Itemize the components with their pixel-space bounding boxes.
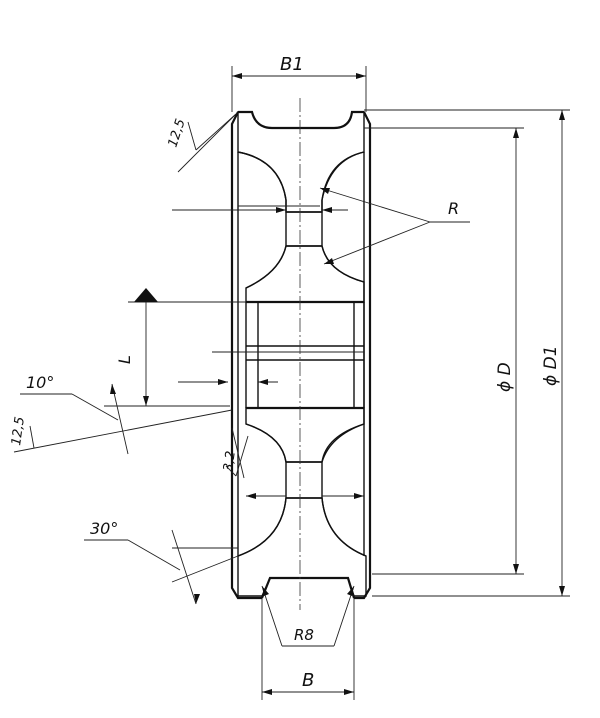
label-l: L <box>115 355 134 364</box>
roughness-symbol-left <box>13 409 233 453</box>
label-roughness-3-2: 3,2 <box>221 450 239 473</box>
label-r: R <box>448 199 459 218</box>
dimension-phi-d1 <box>364 109 570 597</box>
label-phi-d: ϕ D <box>495 362 515 392</box>
label-b: B <box>302 670 314 691</box>
dimension-b <box>261 598 355 700</box>
dimension-l <box>104 288 246 407</box>
label-angle-10: 10° <box>26 373 54 392</box>
hole-dimension-top <box>172 205 348 213</box>
label-phi-d1: ϕ D1 <box>541 345 561 386</box>
label-angle-30: 30° <box>90 519 118 538</box>
roughness-symbol-3-2 <box>225 427 249 479</box>
radius-r-leader <box>319 187 470 265</box>
angle-30-annotation <box>84 529 239 605</box>
dimension-phi-d <box>364 127 524 575</box>
dimension-b1 <box>231 66 367 112</box>
roughness-symbol-top <box>177 113 237 173</box>
bore-dimension <box>178 351 278 385</box>
label-roughness-left: 12,5 <box>9 416 28 447</box>
hatched-top-hub <box>245 245 365 303</box>
wheel-outline <box>230 110 372 600</box>
groove-r8-leader <box>261 585 355 647</box>
label-r8: R8 <box>294 626 314 644</box>
hole-dimension-bottom <box>246 493 364 499</box>
hatched-bottom-hub <box>245 407 365 463</box>
angle-10-annotation <box>20 383 129 455</box>
label-b1: B1 <box>280 54 304 75</box>
label-roughness-top: 12,5 <box>166 117 189 149</box>
